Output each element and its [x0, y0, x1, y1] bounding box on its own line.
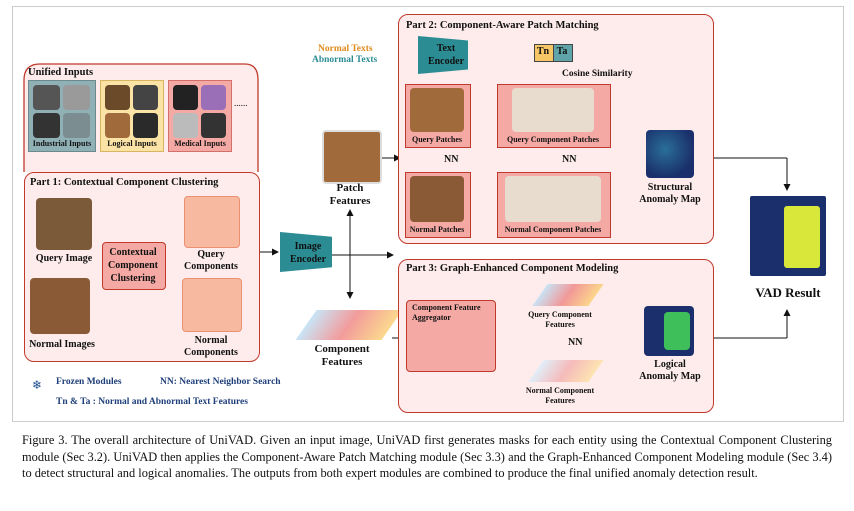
unified-inputs-title: Unified Inputs: [28, 67, 94, 78]
normal-component-patches-label: Normal Component Patches: [504, 225, 602, 234]
legend-nn: NN: Nearest Neighbor Search: [160, 377, 281, 387]
logical-thumb-3: [105, 113, 130, 138]
logical-anomaly-map: [644, 306, 694, 356]
normal-patches-image: [410, 176, 464, 222]
medical-thumb-3: [173, 113, 198, 138]
query-component-features-label-1: Query Component: [528, 310, 592, 319]
contextual-component-clustering-module: [102, 242, 166, 290]
normal-patches-label: Normal Patches: [409, 225, 465, 234]
patch-features-grid: [322, 130, 382, 184]
query-image: [36, 198, 92, 250]
query-components-label-1: Query: [197, 249, 225, 260]
component-feature-aggregator: [406, 300, 496, 372]
logical-map-label-1: Logical: [654, 359, 686, 370]
vad-result-anomaly-region: [784, 206, 820, 268]
figure-caption: Figure 3. The overall architecture of Un…: [22, 433, 832, 480]
normal-components-label-2: Components: [184, 347, 238, 358]
logical-inputs-group: Logical Inputs: [100, 80, 164, 152]
query-components-label-2: Components: [184, 261, 238, 272]
clustering-label-3: Clustering: [110, 273, 156, 284]
text-encoder-label-1: Text: [436, 43, 456, 54]
part2-title: Part 2: Component-Aware Patch Matching: [406, 20, 599, 31]
medical-thumb-2: [201, 85, 226, 110]
aggregator-label-2: Aggregator: [412, 313, 451, 322]
industrial-thumb-1: [33, 85, 60, 110]
logical-inputs-label: Logical Inputs: [107, 139, 157, 148]
nn-label-part2-left: NN: [444, 154, 459, 165]
query-component-patches-image: [512, 88, 594, 132]
industrial-thumb-2: [63, 85, 90, 110]
logical-thumb-4: [133, 113, 158, 138]
industrial-thumb-3: [33, 113, 60, 138]
medical-thumb-1: [173, 85, 198, 110]
nn-label-part2-right: NN: [562, 154, 577, 165]
component-features-label-2: Features: [321, 356, 363, 368]
vad-result-map: [750, 196, 826, 276]
clustering-label-1: Contextual: [109, 247, 157, 258]
normal-component-features-label-1: Normal Component: [525, 386, 595, 395]
logical-thumb-2: [133, 85, 158, 110]
part3-title: Part 3: Graph-Enhanced Component Modelin…: [406, 263, 619, 274]
figure-frame: [12, 6, 844, 422]
image-encoder-label-1: Image: [294, 241, 322, 252]
medical-thumb-4: [201, 113, 226, 138]
part1-title: Part 1: Contextual Component Clustering: [30, 177, 219, 188]
patch-features-label-1: Patch: [336, 182, 364, 194]
vad-result-label: VAD Result: [755, 285, 821, 300]
structural-map-label-1: Structural: [647, 182, 693, 193]
normal-component-features-label-2: Features: [545, 396, 575, 405]
patch-features-label-2: Features: [329, 195, 371, 207]
nn-label-part3: NN: [568, 337, 583, 348]
tn-label: Tn: [536, 46, 550, 57]
more-inputs-ellipsis: ......: [234, 98, 248, 108]
industrial-inputs-label: Industrial Inputs: [32, 139, 92, 148]
legend-tn-ta: Tn & Ta : Normal and Abnormal Text Featu…: [56, 397, 248, 407]
image-encoder-label-2: Encoder: [289, 254, 327, 265]
logical-anomaly-region: [664, 312, 690, 350]
svg-text:❄: ❄: [32, 378, 42, 392]
aggregator-label-1: Component Feature: [412, 303, 481, 312]
ta-label: Ta: [556, 46, 568, 57]
clustering-label-2: Component: [107, 260, 158, 271]
legend-frozen-modules: Frozen Modules: [56, 377, 122, 387]
normal-components-thumb: [182, 278, 242, 332]
image-encoder: [280, 232, 332, 272]
industrial-inputs-group: Industrial Inputs: [28, 80, 96, 152]
query-component-features-label-2: Features: [545, 320, 575, 329]
query-components-thumb: [184, 196, 240, 248]
structural-map-label-2: Anomaly Map: [639, 194, 701, 205]
logical-thumb-1: [105, 85, 130, 110]
query-component-patches-label: Query Component Patches: [507, 135, 599, 144]
medical-inputs-label: Medical Inputs: [174, 139, 226, 148]
query-image-label: Query Image: [35, 253, 93, 264]
medical-inputs-group: Medical Inputs: [168, 80, 232, 152]
cosine-similarity-label: Cosine Similarity: [562, 69, 633, 79]
normal-images: [30, 278, 90, 334]
normal-texts-label: Normal Texts: [318, 44, 373, 54]
text-encoder-label-2: Encoder: [427, 56, 465, 67]
normal-images-label: Normal Images: [29, 339, 95, 350]
query-patches-image: [410, 88, 464, 132]
logical-map-label-2: Anomaly Map: [639, 371, 701, 382]
text-encoder: [418, 36, 468, 74]
query-patches-label: Query Patches: [412, 135, 462, 144]
normal-component-patches-image: [505, 176, 601, 222]
industrial-thumb-4: [63, 113, 90, 138]
normal-components-label-1: Normal: [194, 335, 228, 346]
abnormal-texts-label: Abnormal Texts: [312, 55, 378, 65]
ta-feature: [553, 44, 573, 62]
structural-anomaly-map: [646, 130, 694, 178]
component-features-label-1: Component: [314, 343, 370, 355]
